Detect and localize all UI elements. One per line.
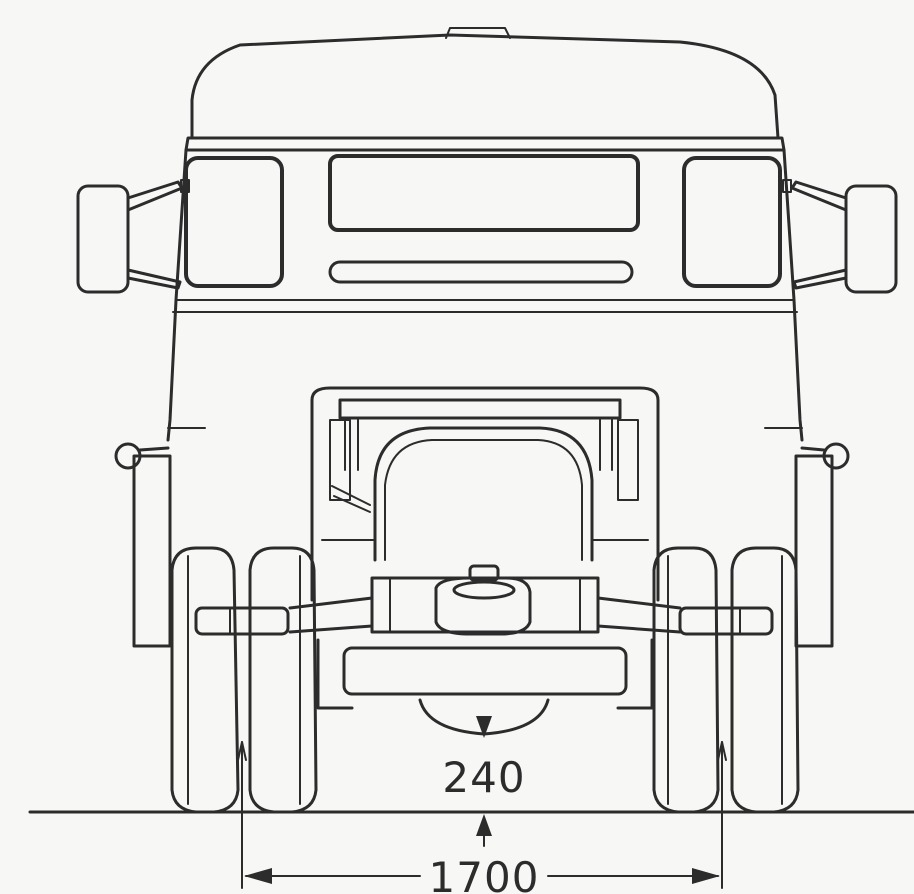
track-arrow-left	[244, 868, 272, 884]
front-bumper	[316, 638, 654, 736]
right-outer-wheel	[730, 546, 800, 814]
track-arrow-right	[692, 868, 720, 884]
axle-assembly	[194, 564, 774, 636]
ground-clearance-value: 240	[442, 753, 525, 802]
cab-roof	[184, 27, 786, 152]
track-width-dimension: 1700	[237, 741, 727, 894]
track-width-value: 1700	[429, 853, 540, 894]
windows	[184, 154, 782, 288]
clearance-arrow-down	[476, 716, 492, 738]
cab-body	[166, 148, 804, 442]
left-side-window	[184, 156, 284, 288]
left-step	[114, 442, 172, 648]
windscreen	[328, 154, 640, 232]
right-step	[794, 442, 850, 648]
ground-clearance-dimension: 240	[442, 716, 525, 847]
left-inner-wheel	[248, 546, 318, 814]
chassis-frame	[310, 386, 660, 602]
front-grille-slot	[328, 260, 634, 284]
right-side-window	[682, 156, 782, 288]
axle-beam	[370, 576, 600, 634]
left-outer-wheel	[170, 546, 240, 814]
left-mirror	[76, 179, 190, 294]
right-mirror	[782, 179, 898, 294]
clearance-arrow-up	[476, 814, 492, 836]
right-inner-wheel	[652, 546, 720, 814]
